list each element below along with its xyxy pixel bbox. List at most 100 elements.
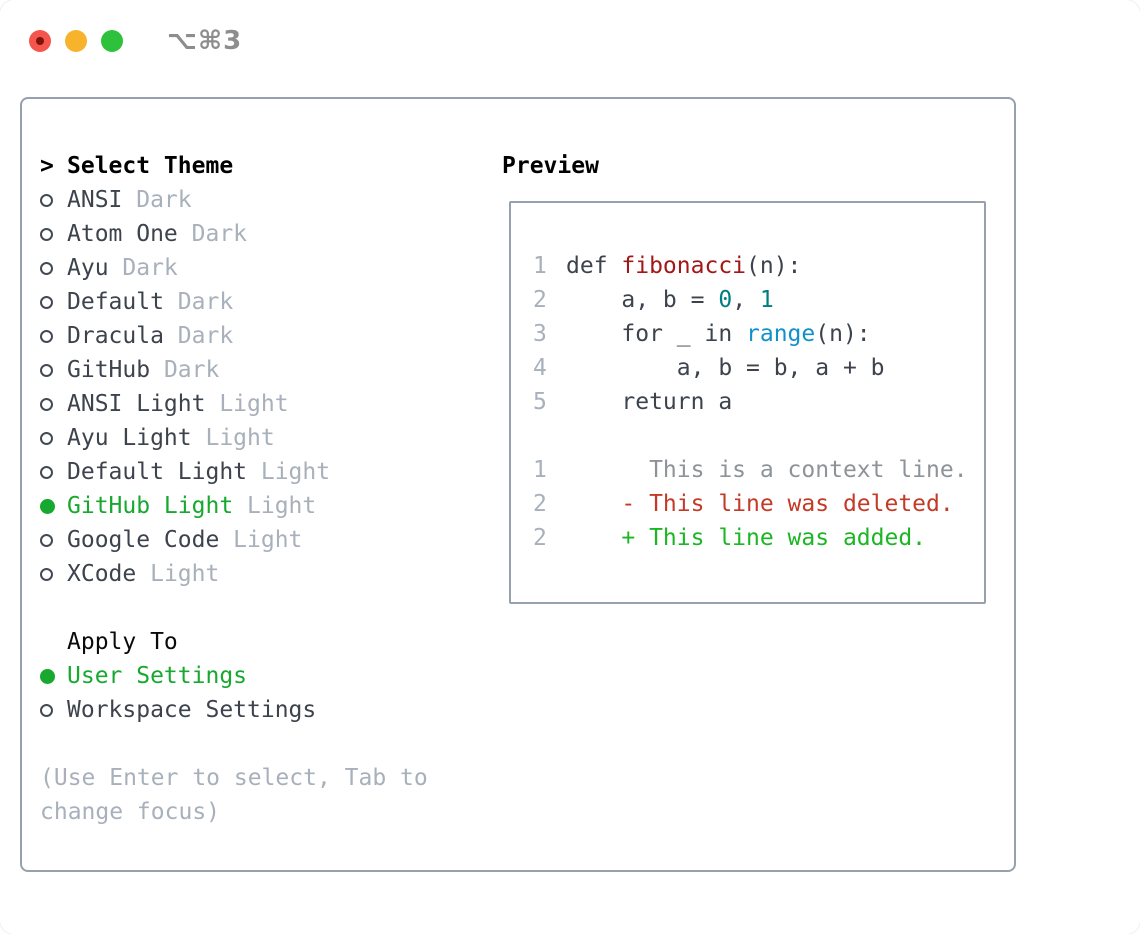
theme-option-github[interactable]: GitHub Dark [40,353,502,387]
code-text: - This line was deleted. [566,491,954,517]
option-label: Google Code [67,527,220,553]
close-button[interactable] [29,30,51,52]
line-number: 3 [533,321,547,347]
window-title: ⌥⌘3 [167,26,243,56]
select-theme-title: Select Theme [67,153,234,179]
radio-icon [40,567,67,581]
theme-option-dracula[interactable]: Dracula Dark [40,319,502,353]
option-variant-label: Light [205,425,275,451]
window-titlebar: ⌥⌘3 [29,26,242,56]
option-variant-label: Dark [163,357,220,383]
option-label: Atom One [67,221,178,247]
option-label: Ayu [67,255,109,281]
code-text: + This line was added. [566,525,927,551]
apply-to-title: Apply To [67,629,178,655]
option-label: Dracula [67,323,164,349]
zoom-button[interactable] [101,30,123,52]
radio-circle [40,465,53,479]
radio-icon [40,465,67,479]
radio-icon [40,261,67,275]
apply-to-header: Apply To [40,625,502,659]
option-variant-label: Light [150,561,220,587]
radio-circle [40,193,53,207]
radio-selected-icon [40,498,67,514]
code-text: This is a context line. [566,457,968,483]
line-number: 1 [533,457,547,483]
theme-option-xcode[interactable]: XCode Light [40,557,502,591]
code-line: 2 - This line was deleted. [533,487,984,521]
radio-circle [40,498,55,514]
minimize-button[interactable] [65,30,87,52]
radio-circle [40,431,53,445]
code-line: 4 a, b = b, a + b [533,351,984,385]
option-label: User Settings [67,663,248,689]
line-number: 2 [533,287,547,313]
preview-header: Preview [502,149,1014,183]
code-text: return a [566,389,733,415]
code-line: 5 return a [533,385,984,419]
code-line: 3 for _ in range(n): [533,317,984,351]
option-variant-label: Dark [122,255,178,281]
line-number: 2 [533,525,547,551]
option-label: ANSI Light [67,391,206,417]
code-line: 1 This is a context line. [533,453,984,487]
line-number: 1 [533,253,547,279]
option-label: ANSI [67,187,123,213]
radio-icon [40,363,67,377]
radio-circle [40,227,53,241]
radio-circle [40,261,53,275]
code-text: a, b = 0, 1 [566,287,774,313]
code-text: def fibonacci(n): [566,253,802,279]
radio-icon [40,227,67,241]
theme-option-github-light[interactable]: GitHub Light Light [40,489,502,523]
radio-circle [40,363,53,377]
radio-circle [40,533,53,547]
theme-option-google-code[interactable]: Google Code Light [40,523,502,557]
radio-icon [40,397,67,411]
option-label: GitHub Light [67,493,234,519]
radio-icon [40,431,67,445]
code-line [533,419,984,453]
option-variant-label: Light [233,527,303,553]
preview-title: Preview [502,153,599,179]
close-button-dot-icon [36,37,44,45]
option-variant-label: Light [260,459,331,485]
radio-circle [40,668,55,684]
option-variant-label: Light [219,391,289,417]
theme-option-default[interactable]: Default Dark [40,285,502,319]
option-variant-label: Dark [177,289,234,315]
code-line: 1 def fibonacci(n): [533,249,984,283]
option-label: XCode [67,561,137,587]
theme-option-ansi-light[interactable]: ANSI Light Light [40,387,502,421]
code-line: 2 a, b = 0, 1 [533,283,984,317]
line-number: 4 [533,355,547,381]
option-label: GitHub [67,357,151,383]
radio-icon [40,295,67,309]
theme-option-atom-one[interactable]: Atom One Dark [40,217,502,251]
prompt-caret-icon: > [40,153,54,179]
theme-option-ayu[interactable]: Ayu Dark [40,251,502,285]
radio-icon [40,329,67,343]
radio-circle [40,703,53,717]
option-variant-label: Dark [191,221,248,247]
radio-circle [40,295,53,309]
radio-circle [40,567,53,581]
option-label: Default [67,289,164,315]
radio-icon [40,533,67,547]
apply-option-workspace-settings[interactable]: Workspace Settings [40,693,502,727]
radio-circle [40,397,53,411]
option-variant-label: Light [247,493,317,519]
option-label: Workspace Settings [67,697,317,723]
radio-selected-icon [40,668,67,684]
option-variant-label: Dark [177,323,234,349]
apply-option-user-settings[interactable]: User Settings [40,659,502,693]
